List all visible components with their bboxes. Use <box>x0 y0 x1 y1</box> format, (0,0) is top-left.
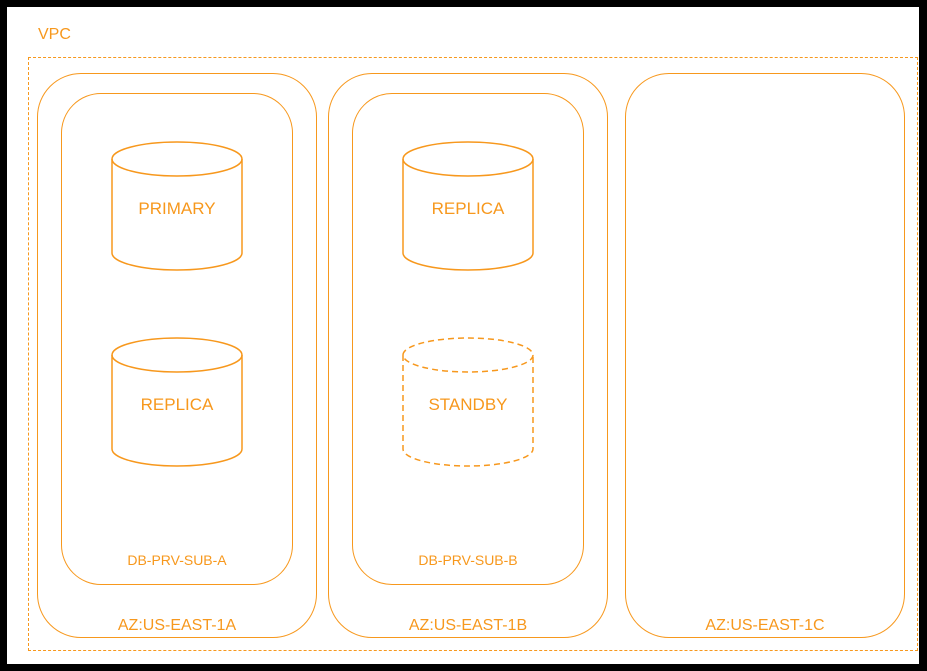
vpc-label: VPC <box>38 26 71 43</box>
replica-database-a-label: REPLICA <box>140 395 214 414</box>
subnet-b: DB-PRV-SUB-B <box>352 93 584 585</box>
primary-database-label: PRIMARY <box>138 199 216 218</box>
subnet-b-label: DB-PRV-SUB-B <box>418 552 518 568</box>
database-cylinder-icon <box>402 141 534 271</box>
standby-database: STANDBY <box>402 337 534 467</box>
vpc-boundary <box>28 57 918 651</box>
primary-database: PRIMARY <box>111 141 243 271</box>
dashed-database-cylinder-icon <box>402 337 534 467</box>
availability-zone-a: AZ:US-EAST-1A <box>37 73 317 638</box>
replica-database-b: REPLICA <box>402 141 534 271</box>
replica-database-a: REPLICA <box>111 337 243 467</box>
availability-zone-b-label: AZ:US-EAST-1B <box>408 617 528 634</box>
subnet-a-label: DB-PRV-SUB-A <box>127 552 227 568</box>
standby-database-label: STANDBY <box>428 395 508 414</box>
availability-zone-a-label: AZ:US-EAST-1A <box>117 617 237 634</box>
availability-zone-b: AZ:US-EAST-1B <box>328 73 608 638</box>
availability-zone-c: AZ:US-EAST-1C <box>625 73 905 638</box>
replica-database-b-label: REPLICA <box>431 199 505 218</box>
availability-zone-c-label: AZ:US-EAST-1C <box>705 617 825 634</box>
subnet-a: DB-PRV-SUB-A <box>61 93 293 585</box>
database-cylinder-icon <box>111 337 243 467</box>
database-cylinder-icon <box>111 141 243 271</box>
